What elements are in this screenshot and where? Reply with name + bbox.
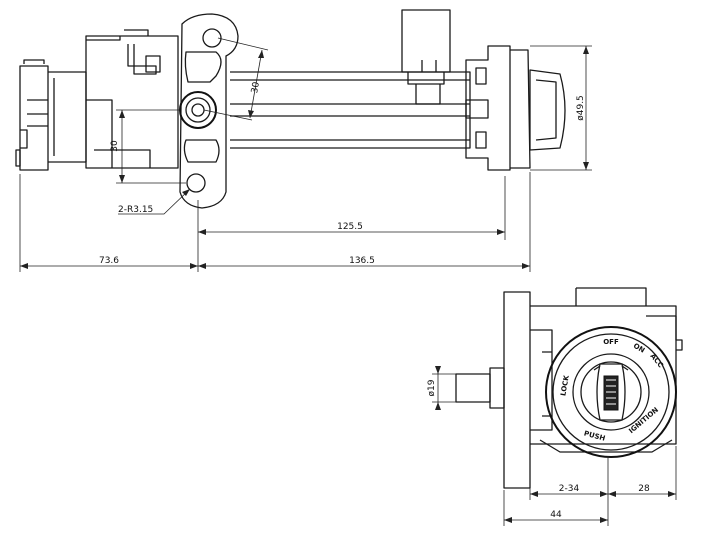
front-flange xyxy=(503,291,531,489)
connector-plug xyxy=(15,59,87,171)
ignition-dial: OFF ON ACC LOCK PUSH IGNITION xyxy=(545,326,677,458)
dial-label-off: OFF xyxy=(603,338,619,346)
head-flange xyxy=(465,45,566,171)
dim-hole-radius: 2-R3.15 xyxy=(118,188,191,215)
dim-label-136: 136.5 xyxy=(349,256,375,266)
switch-box xyxy=(401,9,451,105)
lock-housing xyxy=(85,29,179,169)
dim-label-2-34: 2-34 xyxy=(559,484,580,494)
dim-front-total: 44 xyxy=(503,490,609,526)
dim-shaft-diameter: ø19 xyxy=(427,366,456,410)
front-housing xyxy=(530,287,683,453)
dim-label-30-top: 30 xyxy=(250,81,262,94)
dim-label-49: ø49.5 xyxy=(576,95,586,121)
dial-label-lock: LOCK xyxy=(559,374,571,396)
dim-label-125: 125.5 xyxy=(337,222,363,232)
dim-hole-spacing-top: 30 xyxy=(203,37,269,121)
dim-label-44: 44 xyxy=(550,510,562,520)
shaft-stub xyxy=(455,373,491,403)
shaft-tube xyxy=(230,71,471,149)
dim-label-radius: 2-R3.15 xyxy=(118,205,153,215)
dim-hole-spacing-left: 30 xyxy=(110,109,186,184)
dim-head-diameter: ø49.5 xyxy=(530,45,592,171)
dial-label-push: PUSH xyxy=(583,429,606,442)
dim-label-28: 28 xyxy=(638,484,650,494)
dim-label-73: 73.6 xyxy=(99,256,119,266)
dial-label-acc: ACC xyxy=(648,352,664,369)
dim-length-overall: 73.6 136.5 xyxy=(19,172,531,272)
dim-front-widths: 2-34 28 xyxy=(529,446,677,500)
side-view: 30 30 2-R3.15 125.5 xyxy=(15,9,592,272)
dim-label-19: ø19 xyxy=(427,379,437,396)
front-view: OFF ON ACC LOCK PUSH IGNITION ø19 2 xyxy=(427,287,683,526)
dim-length-inner: 125.5 xyxy=(197,176,506,240)
dim-label-30-left: 30 xyxy=(110,140,120,152)
